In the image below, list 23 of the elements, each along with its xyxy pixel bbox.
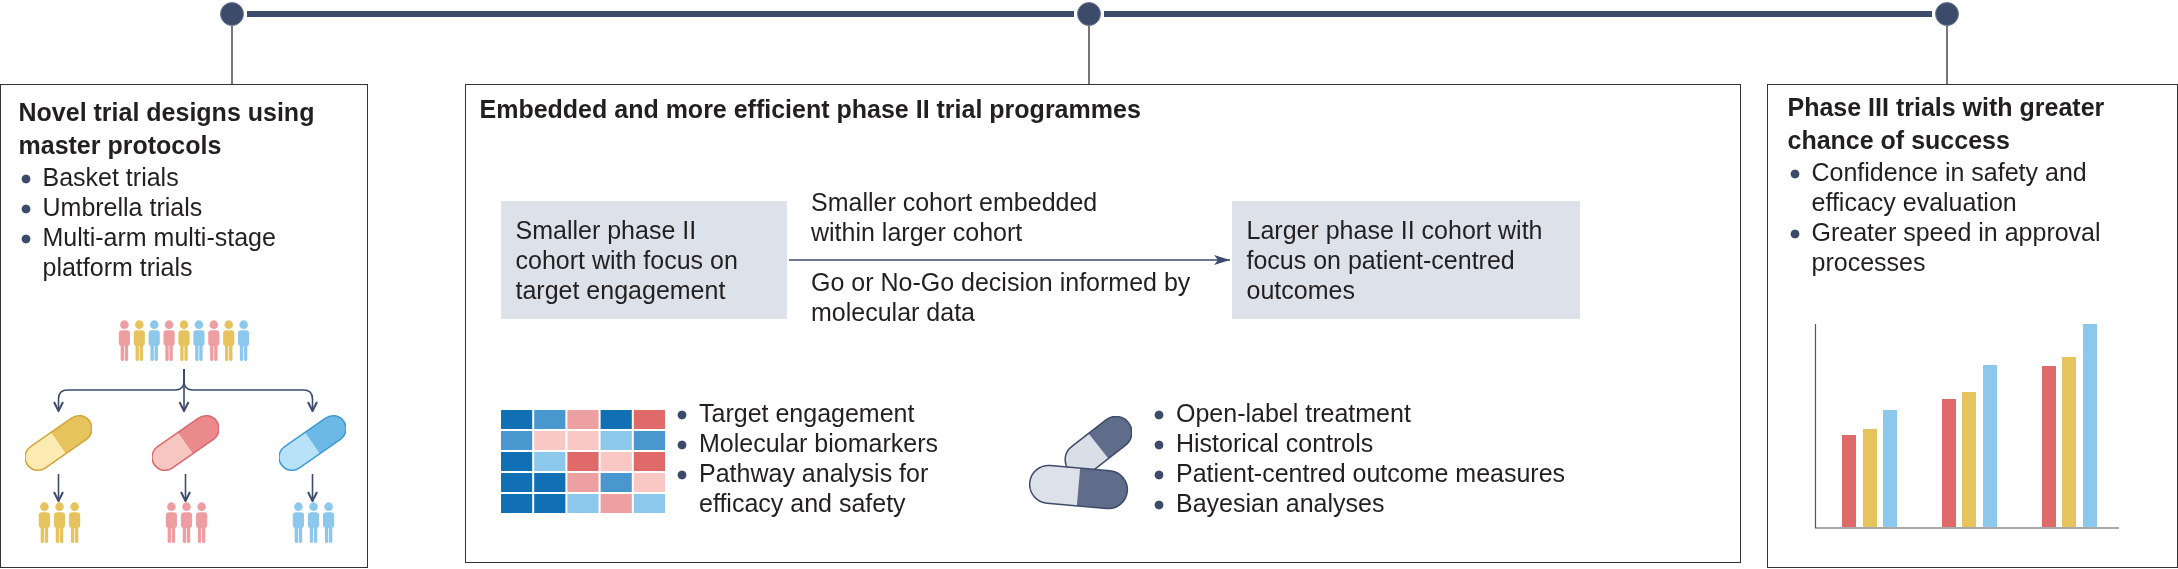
- panel-heading: Phase III trials with greater chance of success: [1787, 91, 2106, 156]
- panel-heading: Novel trial designs using master protocols: [18, 96, 316, 161]
- info-panel: [0, 84, 368, 568]
- arrow: [788, 255, 1231, 265]
- note-text: Go or No-Go decision informed by molecular data: [811, 267, 1192, 327]
- timeline-dot: [1077, 2, 1101, 26]
- process-box: [1231, 200, 1580, 319]
- timeline-dot: [1935, 2, 1959, 26]
- arrow: [307, 473, 318, 502]
- arrow: [180, 473, 191, 502]
- node-text: Smaller phase II cohort with focus on target engagement: [515, 214, 739, 305]
- arrow: [183, 368, 318, 412]
- timeline-line: [1104, 11, 1932, 17]
- timeline-dot: [220, 2, 244, 26]
- connector-line: [231, 25, 233, 85]
- arrow: [53, 473, 64, 502]
- edge-label: Smaller cohort embedded within larger cohort: [811, 187, 1099, 247]
- panel-heading: Embedded and more efficient phase II trial programmes: [479, 93, 1142, 125]
- connector-line: [1088, 25, 1090, 85]
- node-text: Larger phase II cohort with focus on patient-centred outcomes: [1246, 214, 1544, 305]
- timeline-line: [247, 11, 1074, 17]
- connector-line: [1946, 25, 1948, 85]
- process-box: [500, 200, 787, 319]
